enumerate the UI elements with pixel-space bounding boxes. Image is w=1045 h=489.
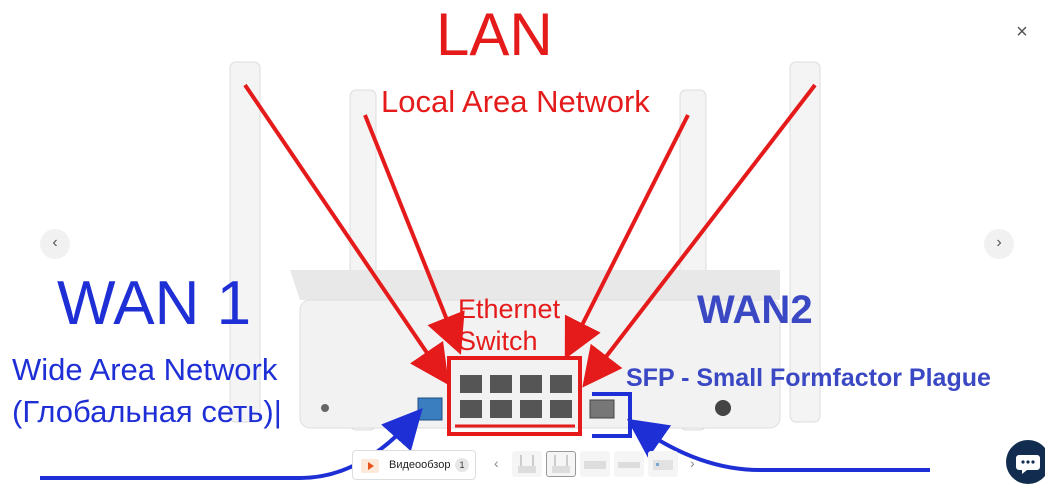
lan-subtitle: Local Area Network <box>381 84 650 119</box>
switch-label-line1: Ethernet <box>458 294 561 324</box>
router-thumb-icon <box>552 455 570 473</box>
switch-label-line2: Switch <box>458 326 538 356</box>
sfp-port <box>589 399 615 419</box>
chat-button[interactable] <box>1006 440 1045 484</box>
router-thumb-icon <box>518 455 536 473</box>
thumbnail-5[interactable] <box>648 451 678 477</box>
sfp-arrow <box>626 418 930 472</box>
lan-arrows <box>243 83 817 388</box>
chevron-right-icon: › <box>996 234 1002 251</box>
lan-ports <box>460 375 572 418</box>
switch-highlight-box <box>447 356 582 436</box>
sfp-bracket <box>592 392 632 438</box>
router-thumb-icon <box>584 461 606 469</box>
router-body <box>299 299 781 429</box>
video-count-badge: 1 <box>455 458 469 472</box>
wan1-port <box>417 397 443 421</box>
next-image-button[interactable]: › <box>984 229 1014 259</box>
thumbnail-1[interactable] <box>512 451 542 477</box>
power-connector <box>715 400 731 416</box>
wan1-title: WAN 1 <box>57 269 252 338</box>
lan-title: LAN <box>436 1 553 68</box>
wan1-subtitle: Wide Area Network <box>12 352 278 387</box>
video-review-label: Видеообзор <box>389 459 451 471</box>
close-icon[interactable]: × <box>1016 21 1028 43</box>
chat-icon <box>1016 455 1040 474</box>
chevron-left-icon: ‹ <box>52 234 58 251</box>
thumbnail-2[interactable] <box>546 451 576 477</box>
sfp-label: SFP - Small Formfactor Plague <box>626 364 991 392</box>
router-thumb-icon <box>618 462 640 468</box>
prev-image-button[interactable]: ‹ <box>40 229 70 259</box>
thumbnail-3[interactable] <box>580 451 610 477</box>
antenna-1 <box>229 61 261 423</box>
thumbs-prev-icon[interactable]: ‹ <box>494 455 499 471</box>
video-review-button[interactable]: Видеообзор 1 <box>352 450 476 480</box>
antenna-4 <box>789 61 821 423</box>
thumbs-next-icon[interactable]: › <box>690 455 695 471</box>
thumbnail-4[interactable] <box>614 451 644 477</box>
wan1-subtitle-ru: (Глобальная сеть)| <box>12 394 282 429</box>
wan2-title: WAN2 <box>697 288 813 332</box>
reset-button <box>321 404 329 412</box>
play-icon <box>361 459 379 473</box>
router-thumb-icon <box>653 460 673 470</box>
